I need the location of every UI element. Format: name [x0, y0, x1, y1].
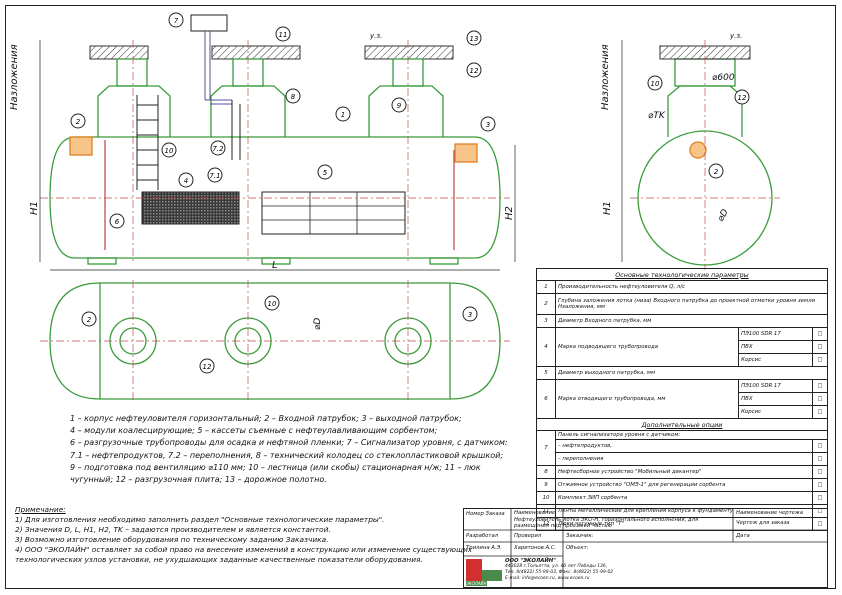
callout: 13: [466, 30, 482, 46]
callout: 1: [335, 106, 351, 122]
note-line: технологических узлов установки, не ухуд…: [15, 555, 423, 564]
callout: 2: [70, 113, 86, 129]
svg-text:2: 2: [76, 118, 81, 126]
diameter-label-side: ⌀D: [716, 208, 731, 224]
callout: 12: [734, 89, 750, 105]
extras-title: Дополнительные опции: [536, 418, 828, 431]
h1-label: H1: [29, 201, 40, 215]
diameter-600-label: ⌀600: [712, 73, 735, 83]
front-view: [49, 45, 501, 265]
diameter-label-plan: ⌀D: [313, 318, 323, 330]
svg-text:12: 12: [203, 363, 212, 371]
note-line: 3) Возможно изготовление оборудования по…: [15, 535, 329, 544]
notes: Примечание: 1) Для изготовления необходи…: [15, 505, 475, 565]
svg-text:3: 3: [486, 121, 490, 129]
svg-text:7.1: 7.1: [209, 172, 220, 180]
legend-line: 7.1 – нефтепродуктов, 7.2 – переполнения…: [70, 450, 504, 460]
road-slab-right: [364, 45, 454, 60]
callout: 10: [161, 142, 177, 158]
svg-text:12: 12: [470, 67, 479, 75]
note-line: 2) Значения D, L, H1, H2, TK – задаются …: [15, 525, 331, 534]
component-legend: 1 – корпус нефтеуловителя горизонтальный…: [70, 413, 530, 486]
svg-text:6: 6: [115, 218, 120, 226]
title-block: Номер Заказа Наименование Нефтеуловитель…: [463, 508, 828, 588]
svg-text:10: 10: [651, 80, 660, 88]
embed-depth-label-side: Назложения: [600, 44, 611, 110]
note-line: 1) Для изготовления необходимо заполнить…: [15, 515, 385, 524]
callout: 3: [462, 306, 478, 322]
h2-label: H2: [504, 206, 515, 220]
svg-text:2: 2: [87, 316, 92, 324]
legend-line: 1 – корпус нефтеуловителя горизонтальный…: [70, 414, 462, 423]
svg-text:2: 2: [714, 168, 719, 176]
legend-line: 9 – подготовка под вентиляцию ⌀110 мм; 1…: [70, 462, 481, 472]
callout: 12: [466, 62, 482, 78]
svg-text:5: 5: [323, 169, 328, 177]
callout: 2: [708, 163, 724, 179]
svg-text:10: 10: [165, 147, 174, 155]
notes-title: Примечание:: [15, 505, 66, 514]
coalescing-modules: [141, 191, 240, 225]
note-line: 4) ООО "ЭКОЛАЙН" оставляет за собой прав…: [15, 545, 473, 554]
svg-text:10: 10: [268, 300, 277, 308]
callout: 10: [264, 295, 280, 311]
callout: 5: [317, 164, 333, 180]
callout: 2: [81, 311, 97, 327]
road-slab-middle: [211, 45, 301, 60]
callout: 7: [168, 12, 184, 28]
legend-line: 4 – модули коалесцирующие; 5 – кассеты с…: [70, 426, 438, 436]
callouts: 1 2 3 4 5 6 7 7.1 7.2 8 9 10 11 12 13 10…: [70, 12, 750, 374]
callout: 12: [199, 358, 215, 374]
callout: 4: [178, 172, 194, 188]
svg-text:3: 3: [468, 311, 472, 319]
svg-text:8: 8: [291, 93, 296, 101]
level-sensor-panel: [190, 14, 228, 32]
callout: 10: [647, 75, 663, 91]
ladders: [136, 95, 159, 190]
callout: 8: [285, 88, 301, 104]
params-title: Основные технологические параметры: [536, 268, 828, 281]
length-label: L: [272, 260, 278, 271]
callout: 11: [275, 26, 291, 42]
sorbent-cassettes: [261, 191, 406, 235]
ground-level-label: у.з.: [369, 32, 382, 40]
diameter-tk-label: ⌀TK: [648, 111, 666, 121]
callout: 3: [480, 116, 496, 132]
svg-text:7.2: 7.2: [212, 145, 224, 153]
callout: 6: [109, 213, 125, 229]
svg-text:4: 4: [184, 177, 188, 185]
ground-level-label-side: у.з.: [729, 32, 742, 40]
legend-line: 6 – разгрузочные трубопроводы для осадка…: [70, 438, 508, 448]
embed-depth-label: Назложения: [9, 44, 20, 110]
callout: 7.1: [207, 167, 223, 183]
svg-text:13: 13: [470, 35, 479, 43]
svg-text:9: 9: [397, 102, 402, 110]
svg-text:1: 1: [341, 111, 345, 119]
road-slab-left: [89, 45, 149, 60]
drawing-frame: [5, 5, 836, 589]
callout: 9: [391, 97, 407, 113]
svg-text:7: 7: [174, 17, 179, 25]
callout: 7.2: [210, 140, 226, 156]
svg-text:12: 12: [738, 94, 747, 102]
h1-label-side: H1: [602, 201, 613, 215]
svg-text:11: 11: [279, 31, 288, 39]
tank-body: [49, 136, 501, 259]
legend-line: чугунный; 12 – разгрузочная плита; 13 – …: [70, 475, 327, 485]
